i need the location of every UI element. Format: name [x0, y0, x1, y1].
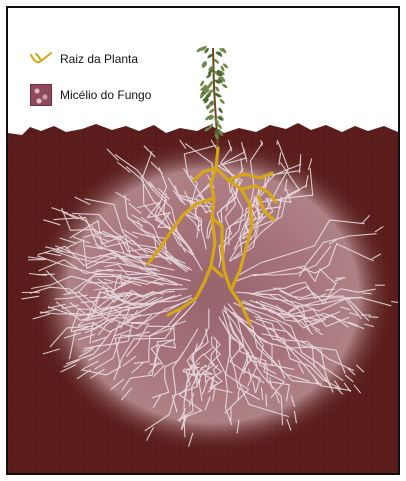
legend-item-root: Raiz da Planta	[30, 52, 138, 66]
plant-needle	[208, 108, 215, 114]
diagram-frame: Raiz da Planta Micélio do Fungo	[6, 6, 400, 475]
mycelium-legend-swatch-icon	[30, 84, 52, 106]
mycelium-branch	[362, 293, 372, 294]
legend-mycelium-label: Micélio do Fungo	[60, 88, 151, 102]
mycelium-branch	[277, 140, 278, 145]
mycelium-branch	[368, 317, 378, 318]
plant-needle	[219, 98, 226, 105]
plant-needle	[217, 107, 223, 114]
plant-needle	[221, 83, 228, 89]
soil-scene	[8, 8, 398, 473]
root-legend-icon	[30, 52, 52, 66]
legend-item-mycelium: Micélio do Fungo	[30, 84, 151, 106]
legend-root-label: Raiz da Planta	[60, 52, 138, 66]
